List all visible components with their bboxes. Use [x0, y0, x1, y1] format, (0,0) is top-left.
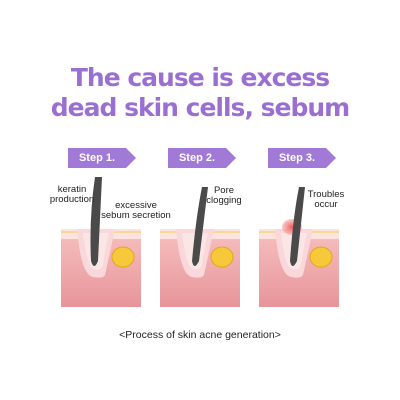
annotation-excessive-sebum: excessive sebum secretion [101, 200, 171, 221]
annotation-keratin-production: keratin production [49, 184, 95, 205]
title-line-1: The cause is excess [70, 63, 330, 92]
skin-diagram-step-2 [160, 177, 240, 307]
skin-diagram-step-3 [259, 177, 339, 307]
annotation-pore-clogging: Pore clogging [206, 185, 242, 206]
diagram-caption: <Process of skin acne generation> [119, 329, 281, 341]
step-1-label: Step 1. [78, 152, 116, 164]
annotation-troubles-occur: Troubles occur [307, 189, 345, 210]
skin-diagram-step-1 [61, 177, 141, 307]
step-3-label: Step 3. [278, 152, 316, 164]
title-line-2: dead skin cells, sebum [50, 93, 350, 122]
step-2-label: Step 2. [178, 152, 216, 164]
